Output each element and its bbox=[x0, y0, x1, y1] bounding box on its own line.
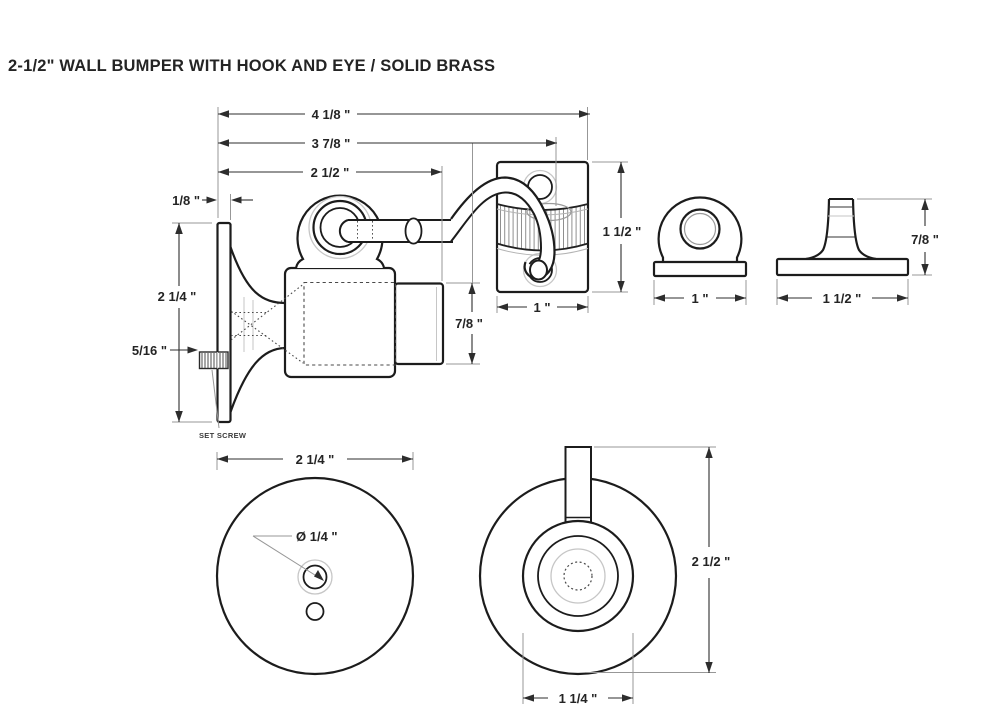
dim-plate-height-label: 2 1/4 " bbox=[158, 289, 197, 304]
lower-hole bbox=[305, 602, 325, 621]
hidden-screw-hole bbox=[230, 281, 397, 366]
page-title: 2-1/2" WALL BUMPER WITH HOOK AND EYE / S… bbox=[8, 57, 495, 75]
stem-flare bbox=[229, 246, 286, 413]
dimensions-plate-front: 2 1/4 " Ø 1/4 " bbox=[216, 452, 414, 581]
bumper-body bbox=[283, 266, 397, 379]
set-screw-note: SET SCREW bbox=[199, 431, 247, 440]
hook-base-side-view bbox=[775, 198, 910, 277]
dim-eye-width-label: 1 " bbox=[691, 291, 708, 306]
rod-collar bbox=[404, 217, 423, 245]
hook-rod bbox=[338, 217, 453, 245]
dim-overall-label: 4 1/8 " bbox=[312, 107, 351, 122]
wall-plate bbox=[216, 221, 232, 424]
dim-to-eye-label: 3 7/8 " bbox=[312, 136, 351, 151]
dim-bumper-height-label: 7/8 " bbox=[455, 316, 483, 331]
hook bbox=[450, 176, 556, 281]
dim-hub-diameter-label: 1 1/4 " bbox=[559, 691, 598, 706]
dim-wall-to-face-label: 2 1/2 " bbox=[311, 165, 350, 180]
dim-hole-diameter-label: Ø 1/4 " bbox=[296, 529, 338, 544]
bumper-front-view bbox=[478, 446, 678, 676]
dim-plate-thickness-label: 1/8 " bbox=[172, 193, 200, 208]
eye-front-hole bbox=[679, 208, 721, 250]
dim-plate-diameter-label: 2 1/4 " bbox=[296, 452, 335, 467]
hook-stem-front bbox=[564, 446, 592, 528]
dimensions-bumper-front: 2 1/2 " 1 1/4 " bbox=[522, 446, 731, 706]
bumper-rubber bbox=[393, 282, 445, 366]
eye-front-view bbox=[652, 196, 748, 278]
dimensions-side-view: 4 1/8 " 3 7/8 " 2 1/2 " 1/8 " 2 1/4 " 5/… bbox=[132, 107, 641, 440]
dim-hook-base-width-label: 1 1/2 " bbox=[823, 291, 862, 306]
dim-bracket-height-label: 1 1/2 " bbox=[603, 224, 642, 239]
hook-tip bbox=[529, 259, 548, 281]
dim-front-height-label: 2 1/2 " bbox=[692, 554, 731, 569]
dimensions-hook-base: 7/8 " 1 1/2 " bbox=[776, 198, 939, 306]
dim-set-screw-label: 5/16 " bbox=[132, 343, 167, 358]
center-hole bbox=[302, 564, 328, 590]
center-hidden-hole bbox=[563, 561, 593, 591]
side-view bbox=[198, 160, 590, 424]
dim-hook-height-label: 7/8 " bbox=[911, 232, 939, 247]
set-screw bbox=[198, 351, 229, 370]
dimensions-eye-front: 1 " bbox=[653, 280, 747, 306]
dim-bracket-width-label: 1 " bbox=[533, 300, 550, 315]
